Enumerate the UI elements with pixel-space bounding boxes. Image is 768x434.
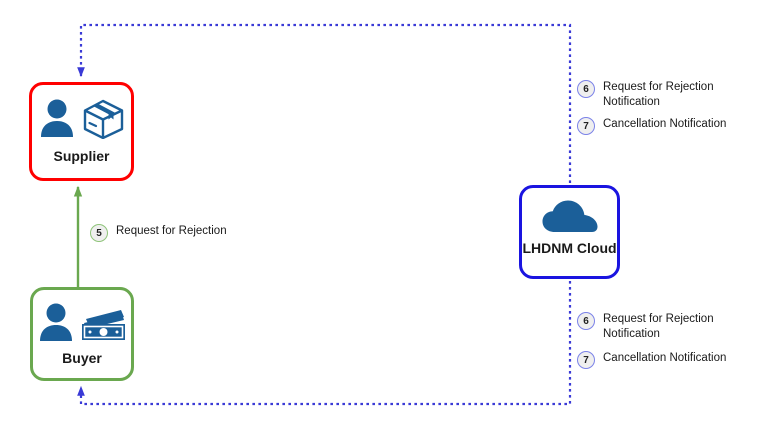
node-cloud[interactable]: LHDNM Cloud	[519, 185, 620, 279]
connector-cloud-to-buyer	[77, 281, 572, 406]
cloud-icon	[542, 200, 598, 234]
node-cloud-label: LHDNM Cloud	[522, 240, 617, 256]
annotation-bottom-step-7-text: Cancellation Notification	[603, 352, 727, 364]
step-badge-7: 7	[577, 351, 595, 369]
node-supplier[interactable]: Supplier	[29, 82, 134, 181]
node-buyer-label: Buyer	[62, 350, 102, 366]
annotation-bottom-step-6: 6 Request for Rejection Notification	[577, 312, 714, 341]
connector-cloud-to-supplier	[77, 23, 572, 183]
person-box-icon	[38, 97, 126, 139]
annotation-top-step-6-text: Request for Rejection Notification	[603, 81, 714, 108]
step-badge-7: 7	[577, 117, 595, 135]
step-badge-6: 6	[577, 80, 595, 98]
annotation-top-step-7-text: Cancellation Notification	[603, 118, 727, 130]
annotation-top-step-7: 7 Cancellation Notification	[577, 117, 726, 135]
annotation-bottom-step-7: 7 Cancellation Notification	[577, 351, 726, 369]
person-money-icon	[37, 301, 127, 343]
step-badge-5: 5	[90, 224, 108, 242]
annotation-top-step-6: 6 Request for Rejection Notification	[577, 80, 714, 109]
annotation-bottom-step-6-text: Request for Rejection Notification	[603, 313, 714, 340]
step-badge-6: 6	[577, 312, 595, 330]
node-supplier-label: Supplier	[53, 148, 110, 164]
annotation-middle-step-5-text: Request for Rejection	[116, 225, 227, 237]
node-buyer[interactable]: Buyer	[30, 287, 134, 381]
annotation-middle-step-5: 5 Request for Rejection	[90, 224, 227, 242]
